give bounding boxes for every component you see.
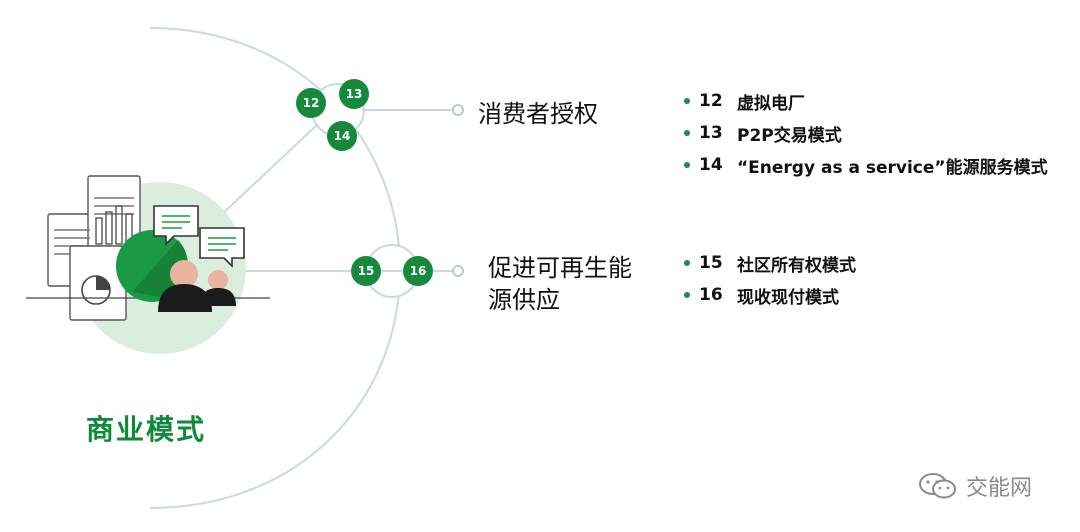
item-number: 15 bbox=[699, 253, 723, 273]
bullet-icon bbox=[684, 162, 690, 168]
item-label: “Energy as a service”能源服务模式 bbox=[737, 157, 1048, 178]
badge-15: 15 bbox=[351, 256, 381, 286]
item-list-renewable-supply: 15 社区所有权模式 16 现收现付模式 bbox=[684, 247, 856, 311]
list-item: 13 P2P交易模式 bbox=[684, 117, 1048, 149]
badge-12: 12 bbox=[296, 88, 326, 118]
bullet-icon bbox=[684, 292, 690, 298]
item-label: 虚拟电厂 bbox=[737, 93, 805, 114]
people-icon bbox=[158, 260, 236, 312]
item-number: 12 bbox=[699, 91, 723, 111]
badge-14: 14 bbox=[327, 121, 357, 151]
bullet-icon bbox=[684, 260, 690, 266]
badge-16: 16 bbox=[403, 256, 433, 286]
item-number: 13 bbox=[699, 123, 723, 143]
item-number: 14 bbox=[699, 155, 723, 175]
bullet-icon bbox=[684, 130, 690, 136]
badge-13: 13 bbox=[339, 79, 369, 109]
branch-label-consumer-empowerment: 消费者授权 bbox=[478, 100, 598, 128]
connector-top-end bbox=[452, 104, 464, 116]
connector-top-diagonal bbox=[219, 123, 319, 217]
item-label: 社区所有权模式 bbox=[737, 255, 856, 276]
pie-chart-icon bbox=[81, 275, 111, 305]
connector-mid-end bbox=[452, 265, 464, 277]
item-number: 16 bbox=[699, 285, 723, 305]
list-item: 12 虚拟电厂 bbox=[684, 85, 1048, 117]
bullet-icon bbox=[684, 98, 690, 104]
watermark: 交能网 bbox=[918, 470, 1032, 502]
item-list-consumer-empowerment: 12 虚拟电厂 13 P2P交易模式 14 “Energy as a service”… bbox=[684, 85, 1048, 181]
item-label: 现收现付模式 bbox=[737, 287, 839, 308]
branch-label-renewable-supply: 促进可再生能源供应 bbox=[488, 254, 632, 314]
watermark-text: 交能网 bbox=[966, 476, 1033, 501]
list-item: 16 现收现付模式 bbox=[684, 279, 856, 311]
wechat-icon bbox=[919, 473, 956, 499]
item-label: P2P交易模式 bbox=[737, 125, 842, 146]
list-item: 15 社区所有权模式 bbox=[684, 247, 856, 279]
chat-bubble-icon bbox=[153, 205, 245, 268]
list-item: 14 “Energy as a service”能源服务模式 bbox=[684, 149, 1048, 181]
diagram-title: 商业模式 bbox=[86, 413, 207, 446]
